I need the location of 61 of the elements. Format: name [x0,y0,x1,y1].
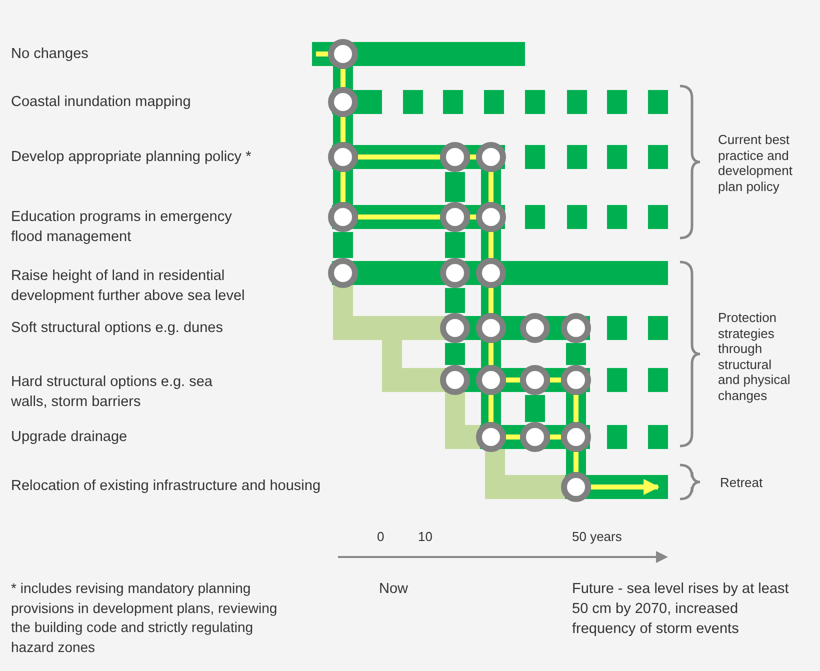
pathway-line [340,117,346,142]
pathway-line [488,343,494,365]
axis-label: Now [379,580,408,599]
station-circle [328,258,358,288]
pathway-link [566,343,586,365]
pathway-line [470,154,476,160]
pathway-line [488,172,494,202]
pathway-line [574,395,578,422]
pathway-line [488,395,494,422]
pathway-line [358,154,440,160]
pathway-line [340,69,346,87]
time-tick-label: 10 [418,528,432,546]
time-tick-label: 0 [377,528,384,546]
pathway-link [445,172,465,202]
pathway-line [574,452,578,472]
pathway-line [488,288,494,313]
station-circle [328,142,358,172]
row-label: Coastal inundation mapping [11,93,192,112]
row-label: Develop appropriate planning policy * [11,148,252,167]
station-circle [328,87,358,117]
pathway-line [470,214,476,220]
group-label: Current best practice and development plan policy [718,132,794,194]
time-tick-label: 50 years [572,528,622,546]
row-label: Raise height of land in residential development further above sea level [11,267,246,306]
pathway-link [445,343,465,365]
station-circle [520,313,550,343]
station-circle [520,422,550,452]
pathway-link [333,232,353,258]
pathway-line [591,479,660,495]
station-circle [476,142,506,172]
station-circle [561,365,591,395]
row-label: Education programs in emergency flood management [11,208,233,247]
station-circle [440,258,470,288]
group-label: Retreat [720,475,764,490]
pathway-line [358,214,440,220]
pathway-line [550,434,561,440]
pathway-link [445,232,465,258]
row-label: Hard structural options e.g. sea walls, storm barriers [11,373,214,412]
pathway-line [488,232,494,258]
station-circle [328,202,358,232]
row-label: Relocation of existing infrastructure and housing [11,477,321,496]
pathway-line [316,52,328,56]
station-circle [440,365,470,395]
pathway-link [445,288,465,313]
pathway-line [340,172,346,202]
station-circle [561,313,591,343]
pathway-link [525,395,545,422]
group-label: Protection strategies through structural and physical changes [718,310,792,403]
station-circle [440,202,470,232]
row-label: No changes [11,45,90,64]
row-label: Soft structural options e.g. dunes [11,319,224,338]
axis-label: Future - sea level rises by at least 50 cm by 2070, increased frequency of storm events [572,580,790,639]
station-circle [440,313,470,343]
footnote: * includes revising mandatory planning provisions in development plans, reviewing the building code and strictly regulating hazard zones [11,579,278,656]
pathway-line [506,378,520,382]
pathway-line [550,378,561,382]
station-circle [520,365,550,395]
pathway-line [506,434,520,440]
row-label: Upgrade drainage [11,428,128,447]
station-circle [440,142,470,172]
station-circle [328,39,358,69]
